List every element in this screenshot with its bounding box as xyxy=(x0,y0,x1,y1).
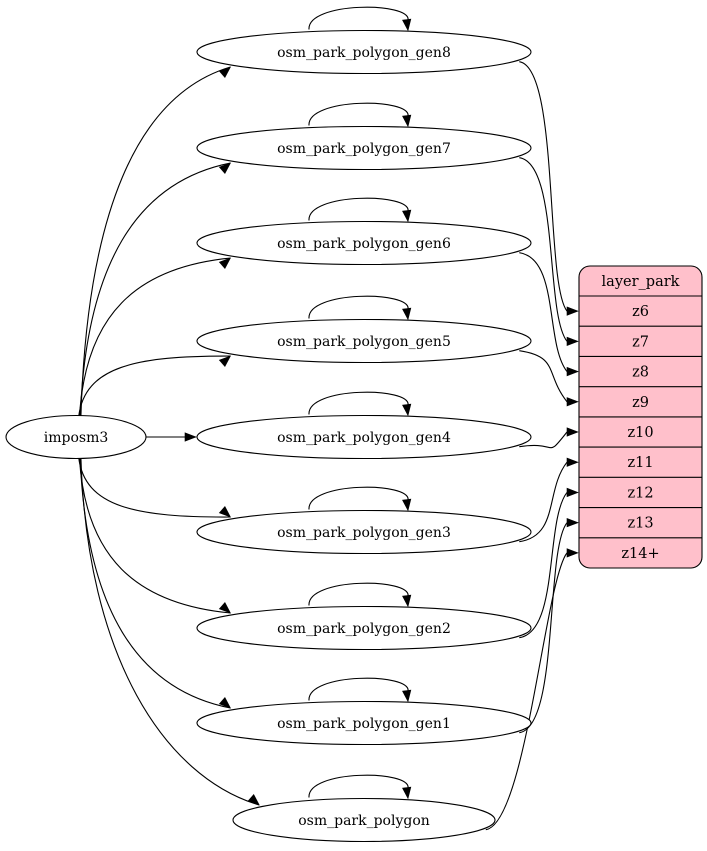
node-imposm3-label: imposm3 xyxy=(44,430,109,446)
arrowhead-self-loop-base xyxy=(402,786,412,800)
arrowhead-imposm3-to-gen2 xyxy=(218,602,232,614)
arrowhead-self-loop-gen5 xyxy=(402,307,412,321)
edge-imposm3-to-gen2 xyxy=(78,457,231,614)
arrowhead-gen5-to-table xyxy=(566,397,579,407)
arrowhead-imposm3-to-gen1 xyxy=(218,697,232,709)
node-gen7[interactable]: osm_park_polygon_gen7 xyxy=(196,125,532,171)
self-loop-gen1 xyxy=(308,677,409,701)
edges-from-imposm3 xyxy=(78,66,260,806)
self-loop-gen7 xyxy=(308,102,409,126)
edge-gen1-to-z13 xyxy=(519,522,568,734)
node-gen6[interactable]: osm_park_polygon_gen6 xyxy=(196,220,532,266)
arrowhead-base-to-table xyxy=(566,548,579,558)
layer-park-row-z8[interactable]: z8 xyxy=(632,365,649,381)
self-loops xyxy=(308,6,412,800)
arrowhead-self-loop-gen7 xyxy=(402,114,412,128)
node-gen1-shape xyxy=(196,700,532,746)
node-gen8-label: osm_park_polygon_gen8 xyxy=(277,45,451,61)
edge-base-to-z14+ xyxy=(485,552,568,831)
node-gen5[interactable]: osm_park_polygon_gen5 xyxy=(196,318,532,364)
arrowhead-self-loop-gen6 xyxy=(402,209,412,223)
node-gen2-label: osm_park_polygon_gen2 xyxy=(277,621,451,637)
node-gen7-label: osm_park_polygon_gen7 xyxy=(277,141,451,157)
edge-gen5-to-z9 xyxy=(519,350,568,403)
self-loop-gen8 xyxy=(308,6,409,30)
self-loop-base xyxy=(308,774,409,798)
node-gen8[interactable]: osm_park_polygon_gen8 xyxy=(196,29,532,75)
arrowhead-gen7-to-table xyxy=(566,336,579,346)
arrowhead-self-loop-gen4 xyxy=(402,403,412,417)
edge-imposm3-to-gen5 xyxy=(78,355,231,417)
arrowhead-gen1-to-table xyxy=(566,518,579,528)
node-gen5-shape xyxy=(196,318,532,364)
arrowhead-gen6-to-table xyxy=(566,366,579,377)
node-gen3-shape xyxy=(196,509,532,555)
edge-gen7-to-z7 xyxy=(519,157,568,342)
node-gen2-shape xyxy=(196,605,532,651)
arrowhead-gen3-to-table xyxy=(566,457,579,467)
node-imposm3[interactable]: imposm3 xyxy=(5,414,147,460)
node-gen3[interactable]: osm_park_polygon_gen3 xyxy=(196,509,532,555)
edge-gen2-to-z12 xyxy=(519,492,568,639)
layer-park-table[interactable]: layer_park z6 z7 z8 z9 z10 z11 z12 z13 z14+ xyxy=(578,265,703,569)
layer-park-row-z9[interactable]: z9 xyxy=(632,395,649,411)
edge-imposm3-to-gen7 xyxy=(79,162,231,417)
edge-gen3-to-z11 xyxy=(519,461,568,543)
edges-to-table xyxy=(485,61,579,831)
self-loop-gen4 xyxy=(308,391,409,415)
node-gen8-shape xyxy=(196,29,532,75)
arrowhead-self-loop-gen1 xyxy=(402,689,412,703)
arrowhead-gen8-to-table xyxy=(566,306,579,316)
edge-imposm3-to-gen8 xyxy=(80,66,231,417)
node-base-label: osm_park_polygon xyxy=(298,813,430,829)
arrowhead-imposm3-to-gen4 xyxy=(184,432,197,442)
layer-park-row-z10[interactable]: z10 xyxy=(627,425,653,441)
layer-park-row-z14plus[interactable]: z14+ xyxy=(621,546,659,562)
layer-park-row-z7[interactable]: z7 xyxy=(632,334,649,350)
polygon-nodes: osm_park_polygon_gen8 osm_park_polygon_ge… xyxy=(196,29,532,843)
arrowhead-imposm3-to-gen7 xyxy=(218,162,232,174)
edge-imposm3-to-gen1 xyxy=(79,457,231,709)
node-gen2[interactable]: osm_park_polygon_gen2 xyxy=(196,605,532,651)
arrowhead-imposm3-to-gen5 xyxy=(218,355,232,367)
node-gen7-shape xyxy=(196,125,532,171)
arrowhead-imposm3-to-gen6 xyxy=(218,257,232,269)
layer-park-row-z11[interactable]: z11 xyxy=(627,455,653,471)
node-gen4[interactable]: osm_park_polygon_gen4 xyxy=(196,414,532,460)
edge-imposm3-to-base xyxy=(80,457,260,806)
arrowhead-gen2-to-table xyxy=(566,487,579,498)
self-loop-gen6 xyxy=(308,197,409,221)
node-gen5-label: osm_park_polygon_gen5 xyxy=(277,334,451,350)
edge-imposm3-to-gen3 xyxy=(78,457,231,518)
self-loop-gen2 xyxy=(308,582,409,606)
layer-park-header-label: layer_park xyxy=(602,274,680,290)
node-gen4-label: osm_park_polygon_gen4 xyxy=(277,430,451,446)
layer-park-row-z6[interactable]: z6 xyxy=(632,304,649,320)
edge-imposm3-to-gen6 xyxy=(78,257,231,417)
self-loop-gen5 xyxy=(308,295,409,319)
node-gen3-label: osm_park_polygon_gen3 xyxy=(277,525,451,541)
arrowhead-self-loop-gen8 xyxy=(402,18,412,32)
arrowhead-self-loop-gen3 xyxy=(402,498,412,512)
node-gen4-shape xyxy=(196,414,532,460)
edge-gen8-to-z6 xyxy=(519,61,568,312)
layer-park-row-z12[interactable]: z12 xyxy=(627,485,653,501)
arrowhead-self-loop-gen2 xyxy=(402,594,412,608)
layer-park-row-z13[interactable]: z13 xyxy=(627,516,653,532)
node-gen6-shape xyxy=(196,220,532,266)
edge-gen4-to-z10 xyxy=(519,431,568,449)
arrowhead-imposm3-to-gen3 xyxy=(218,506,232,518)
arrowhead-gen4-to-table xyxy=(566,427,579,437)
node-imposm3-shape xyxy=(5,414,147,460)
node-gen6-label: osm_park_polygon_gen6 xyxy=(277,236,451,252)
self-loop-gen3 xyxy=(308,486,409,510)
node-base[interactable]: osm_park_polygon xyxy=(232,797,496,843)
node-gen1-label: osm_park_polygon_gen1 xyxy=(277,716,451,732)
node-gen1[interactable]: osm_park_polygon_gen1 xyxy=(196,700,532,746)
node-base-shape xyxy=(232,797,496,843)
arrowhead-imposm3-to-gen8 xyxy=(218,66,232,78)
edge-gen6-to-z8 xyxy=(519,252,568,372)
arrowhead-imposm3-to-base xyxy=(247,794,260,806)
